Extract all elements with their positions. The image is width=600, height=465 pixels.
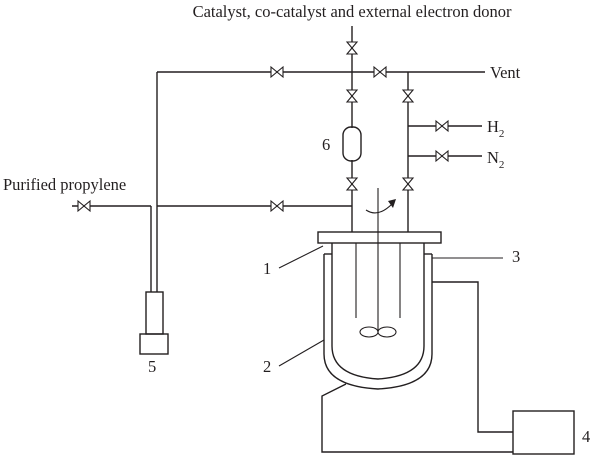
valve-propylene-feed <box>77 199 91 213</box>
thermostat-circuit <box>321 281 575 455</box>
label-num-1: 1 <box>263 259 271 278</box>
callout-leaders <box>278 245 503 367</box>
valve-gas-lower <box>401 177 415 191</box>
valve-reactor-feed <box>270 199 284 213</box>
label-num-3: 3 <box>512 247 520 266</box>
stirrer-blade-left <box>359 326 379 338</box>
valve-center-upper <box>345 89 359 103</box>
label-h2-sub: 2 <box>499 128 505 140</box>
piping <box>72 26 485 292</box>
unit-5-column <box>145 291 164 335</box>
label-feed: Purified propylene <box>3 175 126 194</box>
valves <box>77 41 449 213</box>
label-num-2: 2 <box>263 357 271 376</box>
unit-5-base <box>139 333 169 355</box>
valve-n2 <box>435 149 449 163</box>
charging-vessel-6 <box>342 126 362 162</box>
valve-gas-upper <box>401 89 415 103</box>
leader-1 <box>278 245 324 269</box>
circulation-line-return <box>321 383 513 453</box>
circulation-line-out <box>432 281 513 433</box>
label-num-6: 6 <box>322 135 330 154</box>
label-num-4: 4 <box>582 427 590 446</box>
label-vent: Vent <box>490 63 521 82</box>
label-n2-main: N <box>487 148 499 167</box>
leader-2 <box>278 339 325 367</box>
valve-catalyst-feed <box>345 41 359 55</box>
reactor-jacket <box>323 254 433 390</box>
stirrer-blade-right <box>377 326 397 338</box>
valve-top-header-left <box>270 65 284 79</box>
valve-h2 <box>435 119 449 133</box>
reactor-lid <box>317 231 442 244</box>
label-n2-sub: 2 <box>499 159 505 171</box>
rotation-arrow <box>365 203 393 214</box>
label-num-5: 5 <box>148 357 156 376</box>
rotation-arrow-head <box>388 199 396 208</box>
unit-5 <box>139 291 169 355</box>
label-top-feed: Catalyst, co-catalyst and external elect… <box>193 2 512 21</box>
labels: Catalyst, co-catalyst and external elect… <box>3 2 590 446</box>
valve-center-lower <box>345 177 359 191</box>
thermostat-unit-4 <box>512 410 575 455</box>
reactor-inner-vessel <box>331 243 425 380</box>
label-n2: N2 <box>487 148 504 171</box>
label-h2-main: H <box>487 117 499 136</box>
reactor <box>317 188 442 390</box>
valve-top-header-right <box>373 65 387 79</box>
label-h2: H2 <box>487 117 504 140</box>
